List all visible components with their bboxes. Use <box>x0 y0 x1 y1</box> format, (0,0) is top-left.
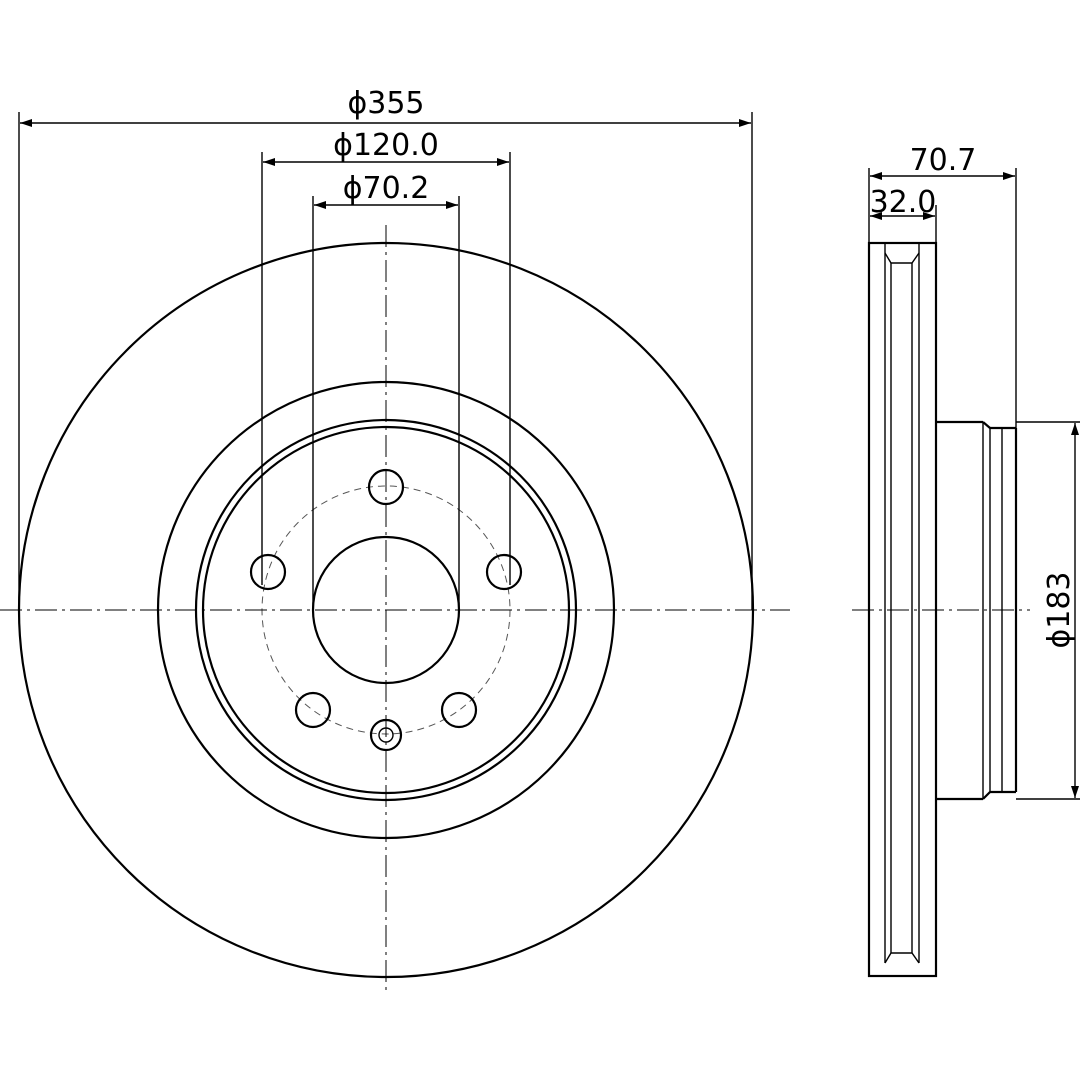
bolt-hole-2 <box>249 553 287 591</box>
center-bore-label: ϕ70.2 <box>343 171 430 206</box>
overall-height-label: 70.7 <box>910 143 977 178</box>
hat-diameter-label: ϕ183 <box>1042 571 1077 648</box>
outer-diameter-label: ϕ355 <box>347 86 424 121</box>
bolt-hole-3 <box>485 553 523 591</box>
disc-thickness-label: 32.0 <box>870 185 937 220</box>
bolt-hole-4 <box>294 691 332 729</box>
hat-diameter-dimension: ϕ183 <box>1016 421 1080 800</box>
outer-diameter-dimension: ϕ355 <box>18 86 753 610</box>
bolt-circle-label: ϕ120.0 <box>333 128 439 163</box>
vent-inner-bottom <box>884 952 920 964</box>
front-view: ϕ355 ϕ120.0 ϕ70.2 <box>0 86 790 995</box>
side-view: 70.7 32.0 ϕ183 <box>852 143 1080 978</box>
vent-inner <box>884 252 920 264</box>
bolt-hole-5 <box>440 691 478 729</box>
disc-thickness-dimension: 32.0 <box>870 185 937 243</box>
bolt-circle-dimension: ϕ120.0 <box>261 128 511 585</box>
center-bore-dimension: ϕ70.2 <box>312 171 460 610</box>
overall-height-dimension: 70.7 <box>868 143 1017 428</box>
